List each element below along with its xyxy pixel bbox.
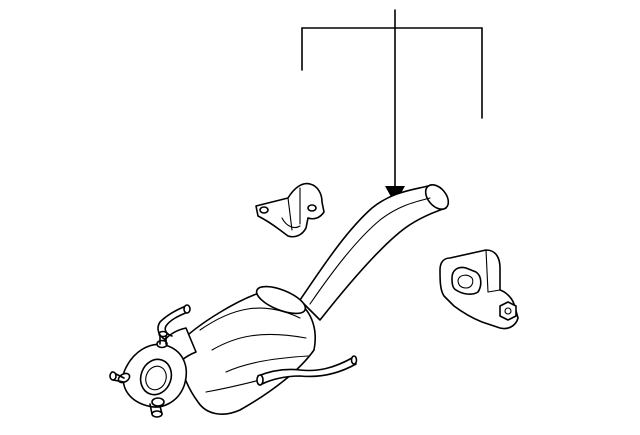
bracket-left-rubber (281, 217, 301, 229)
converter-seam-2 (211, 333, 307, 351)
inlet-flange-opening (139, 358, 173, 396)
flange-stud-left (109, 371, 131, 384)
bracket-right-slot (451, 266, 482, 295)
sensor-tube-lower-tip (350, 355, 358, 365)
catalytic-converter[interactable] (109, 281, 358, 418)
bracket-left-flange (287, 187, 301, 231)
sensor-tube-upper-b (164, 311, 189, 337)
bracket-right-nut-hole (504, 307, 512, 315)
exhaust-pipe[interactable] (299, 180, 453, 321)
pipe-highlight (309, 197, 431, 305)
inlet-flange-opening-inner (145, 365, 167, 391)
converter-seam-1 (199, 307, 301, 331)
bracket-left-hole-1 (259, 206, 269, 214)
callout-leaders (301, 9, 483, 204)
bracket-right-edge (485, 249, 501, 293)
flange-stud-top (156, 330, 168, 349)
bracket-left-hole-2 (307, 204, 317, 212)
sensor-tube-cap (183, 304, 191, 314)
sensor-tube-upper (157, 305, 187, 341)
hanger-bracket-left[interactable] (255, 182, 325, 238)
pipe-outlet-end (424, 184, 450, 210)
flange-stud-bottom (149, 397, 165, 418)
bracket-right-nut (499, 301, 517, 321)
sensor-tube-lower-end (256, 374, 264, 386)
converter-end-cap (255, 285, 307, 315)
converter-seam-3 (225, 355, 309, 373)
bracket-right-slot-inner (457, 274, 474, 289)
hanger-bracket-right[interactable] (439, 249, 519, 330)
